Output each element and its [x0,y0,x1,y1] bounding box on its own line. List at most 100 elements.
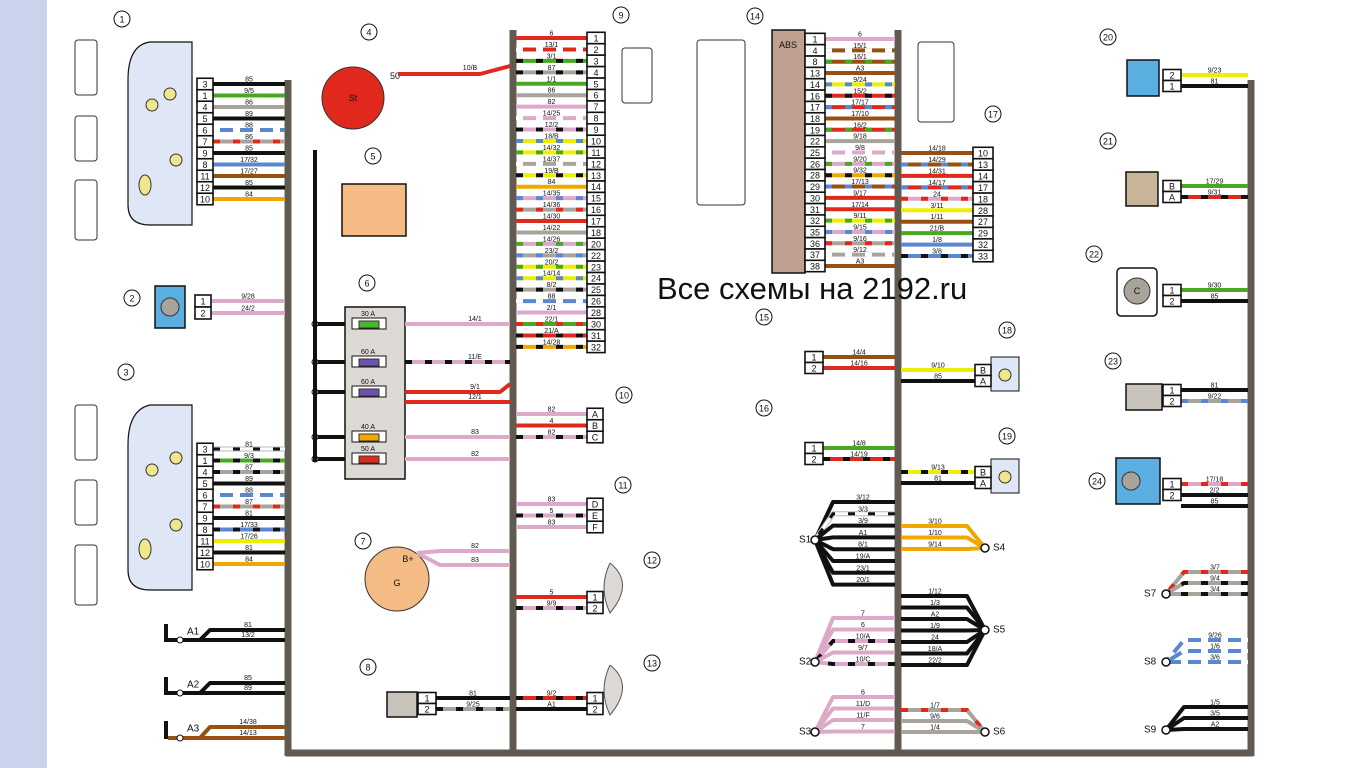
component-number: 10 [619,391,629,401]
c1-pin-number: 6 [202,126,207,136]
c1-wire-label: 85 [245,77,253,84]
fuse-rating: 50 A [361,446,375,453]
c9-wire-label: 14/25 [543,111,561,118]
S7-wire-label: 3/4 [1210,587,1220,594]
c9-pin-number: 12 [591,159,601,169]
c10-wire-label: 4 [550,418,554,425]
c12-pin-box [586,601,604,615]
fuse-icon [358,388,380,397]
c10-pin-number: C [592,433,599,443]
c20-wire-label: 9/23 [1208,68,1222,75]
splice-point [1161,725,1171,735]
S1-wire [814,535,895,542]
c9-wire-label: 86 [548,88,556,95]
c22-pin-number: 2 [1169,297,1174,307]
component-number: 8 [365,663,370,673]
lamp-icon [998,368,1012,382]
splice-label: S4 [993,543,1006,554]
connector-view [74,39,98,96]
c13-pin-number: 1 [592,694,597,704]
c14-pin-number: 25 [810,148,820,158]
c23-wire-label: 9/22 [1208,394,1222,401]
c16-pin-box [804,452,824,466]
S7-wire-stripe [1164,581,1248,596]
starter-wire [398,64,511,76]
S6-wire [901,719,987,734]
c21-pin-box [1162,190,1182,204]
S8-wire-label: 9/26 [1208,633,1222,640]
c9-wire-label: 23/2 [545,248,559,255]
c23-wire-label: 81 [1211,383,1219,390]
c14-wire-label: 9/24 [853,77,867,84]
lamp-icon [169,451,183,465]
c8-pin-box [417,702,437,716]
c14-wire-label: 17/17 [851,100,869,107]
c18-wire-label: 9/10 [931,363,945,370]
c9-pin-number: 17 [591,217,601,227]
component-number-circle [746,7,764,25]
generator-wire-label: 82 [471,543,479,550]
c2-pin-number: 1 [200,297,205,307]
ground-junction [176,689,184,697]
c9-wire-label: 14/30 [543,214,561,221]
S1-wire-label: 19/A [856,554,871,561]
c14-pin-number: 30 [810,193,820,203]
c21-wire-label: 17/29 [1206,179,1224,186]
c13-pin-number: 2 [592,705,597,715]
S1-wire-label: 3/9 [858,518,868,525]
component-number-circle [1099,28,1117,46]
ground-label: A3 [187,724,200,735]
c21-pin-number: B [1169,182,1175,192]
c1-wire-label: 89 [245,111,253,118]
c17-wire-label: 1/8 [932,237,942,244]
splice-label: S3 [799,727,812,738]
S5-wire-label: 1/3 [930,600,940,607]
c1-pin-number: 10 [200,195,210,205]
S9-wire-label: 1/5 [1210,700,1220,707]
splice-label: S6 [993,727,1006,738]
splice-point [980,543,990,553]
c3-pin-number: 7 [202,502,207,512]
c1-wire-label: 85 [245,146,253,153]
c14-wire-label: 9/12 [853,247,867,254]
c9-pin-number: 24 [591,274,601,284]
ground-label: A2 [187,680,200,691]
c14-wire-label: 9/18 [853,134,867,141]
S3-wire-label: 6 [861,690,865,697]
c9-pin-number: 23 [591,262,601,272]
S5-wire [901,628,986,633]
c1-pin-number: 1 [202,91,207,101]
c1-pin-number: 8 [202,160,207,170]
component-number-circle [358,274,376,292]
S1-wire-label: 3/12 [856,495,870,502]
c17-pin-number: 29 [978,229,988,239]
c14-pin-number: 32 [810,216,820,226]
component-number-circle [1085,245,1103,263]
S2-wire-label: 9/7 [858,645,868,652]
c1-wire-label: 9/5 [244,88,254,95]
ground-symbol [164,677,168,695]
c3-wire-label: 88 [245,488,253,495]
c1-pin-box [196,192,214,206]
c8-pin-number: 1 [424,694,429,704]
c24-pin-box [1162,488,1182,502]
fuse-rating: 60 A [361,349,375,356]
component-number-circle [113,10,131,28]
S1-wire-label: 20/1 [856,577,870,584]
c14-wire-label: 15/1 [853,43,867,50]
c3-wire-label: 89 [245,476,253,483]
fuse-wire-label: 82 [471,451,479,458]
component-number-circle [755,308,773,326]
S3-wire [813,706,895,734]
c16-pin-number: 1 [811,444,816,454]
S5-wire-label: A2 [931,612,940,619]
c3-wire-label: 9/3 [244,453,254,460]
component-number: 14 [750,12,760,22]
c1-pin-number: 12 [200,183,210,193]
c17-pin-number: 28 [978,206,988,216]
component-number-circle [643,654,661,672]
switch-8-body [386,691,418,718]
c3-pin-number: 4 [202,468,207,478]
connector-view [696,39,746,206]
component-number-circle [360,23,378,41]
